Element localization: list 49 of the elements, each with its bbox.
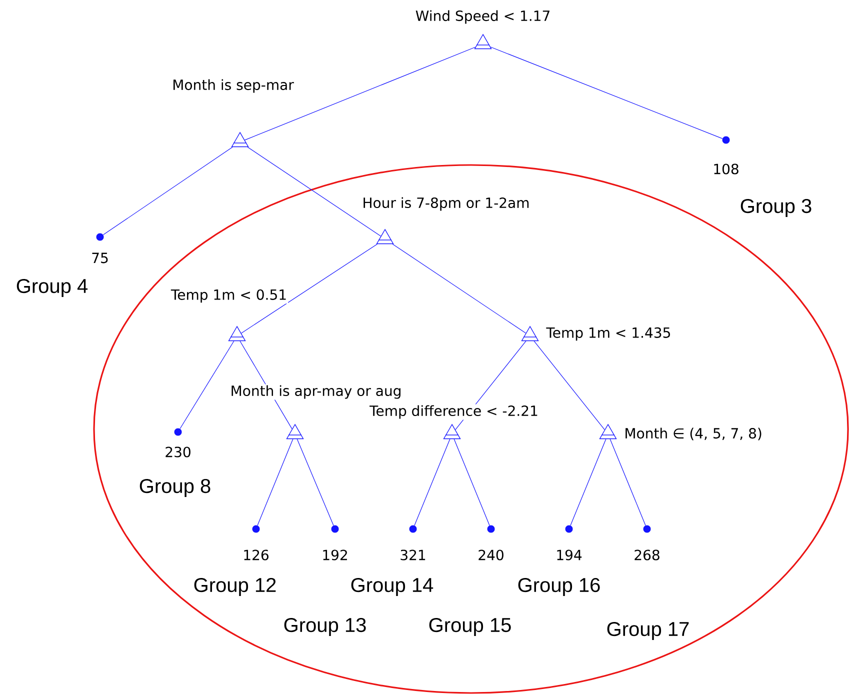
count-label: 192: [320, 548, 350, 562]
count-label: 268: [632, 548, 662, 562]
count-label: 194: [554, 548, 584, 562]
branch-line: [180, 340, 234, 429]
branch-line: [296, 438, 334, 526]
group-label: Group 17: [607, 622, 689, 640]
branch-line: [570, 438, 606, 526]
group-label: Group 13: [284, 618, 366, 636]
count-label: 108: [712, 162, 740, 176]
count-label: 321: [398, 548, 428, 562]
condition-label: Month is apr-may or aug: [229, 384, 403, 400]
branch-line: [240, 244, 378, 334]
count-label: 240: [476, 548, 506, 562]
count-label: 126: [242, 548, 270, 562]
condition-label: Month ∈ (4, 5, 7, 8): [623, 426, 764, 442]
count-label: 230: [164, 446, 192, 458]
group-label: Group 14: [351, 578, 434, 596]
leaf-dot: [252, 525, 260, 533]
branch-line: [244, 46, 476, 140]
branch-line: [534, 340, 605, 430]
leaf-dot: [174, 428, 182, 436]
condition-label: Temp 1m < 0.51: [170, 288, 288, 304]
group-label: Group 15: [429, 618, 511, 636]
leaf-dot: [565, 525, 573, 533]
group-label: Group 4: [16, 278, 88, 298]
condition-label: Hour is 7-8pm or 1-2am: [361, 196, 531, 212]
branch-line: [610, 438, 646, 526]
branch-line: [392, 244, 526, 334]
condition-label: Temp difference < -2.21: [368, 404, 540, 420]
leaf-dot: [96, 233, 104, 241]
branch-line: [247, 146, 382, 236]
leaf-dot: [643, 525, 651, 533]
condition-label: Month is sep-mar: [171, 78, 295, 94]
condition-label: Wind Speed < 1.17: [414, 9, 552, 25]
branch-line: [102, 146, 233, 236]
branch-line: [257, 438, 294, 526]
leaf-dot: [722, 136, 730, 144]
leaf-dot: [487, 525, 495, 533]
branch-line: [490, 46, 723, 139]
group-label: Group 8: [140, 478, 210, 498]
branch-line: [414, 438, 450, 526]
group-label: Group 3: [740, 198, 812, 218]
leaf-dot: [331, 525, 339, 533]
branch-line: [454, 438, 490, 526]
count-label: 75: [90, 252, 110, 264]
leaf-dot: [409, 525, 417, 533]
group-label: Group 16: [518, 578, 600, 596]
group-label: Group 12: [194, 578, 276, 596]
condition-label: Temp 1m < 1.435: [545, 326, 672, 342]
